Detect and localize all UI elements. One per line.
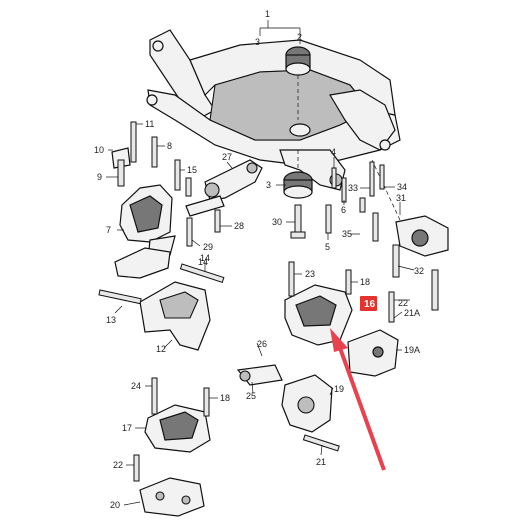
callout-15: 15 xyxy=(187,165,197,175)
callout-29: 29 xyxy=(203,242,213,252)
callout-4: 4 xyxy=(331,147,336,157)
callout-12: 12 xyxy=(156,344,166,354)
bolts-left-upper xyxy=(111,121,192,197)
bracket-part-20 xyxy=(133,454,205,517)
subframe xyxy=(146,29,401,191)
gearbox-mount-part-16 xyxy=(284,261,353,346)
callout-25: 25 xyxy=(246,391,256,401)
callout-19: 19 xyxy=(334,384,344,394)
callout-26: 26 xyxy=(257,339,267,349)
callout-34: 34 xyxy=(397,182,407,192)
callout-11: 11 xyxy=(145,119,154,129)
highlight-arrow xyxy=(338,347,386,471)
callout-27: 27 xyxy=(222,152,232,162)
callout-33: 33 xyxy=(348,183,358,193)
callout-19A: 19A xyxy=(404,345,420,355)
engine-mount-part-17 xyxy=(144,377,211,453)
callout-30: 30 xyxy=(272,217,282,227)
callout-22-lower: 22 xyxy=(113,460,123,470)
bolt-part-30 xyxy=(290,204,306,239)
bushing-part-3 xyxy=(283,171,313,199)
callout-3: 3 xyxy=(255,37,260,47)
callout-2: 2 xyxy=(297,32,302,42)
bracket-part-19 xyxy=(281,374,333,433)
callout-20: 20 xyxy=(110,500,120,510)
highlight-arrow-head xyxy=(330,328,348,352)
leader-lines xyxy=(106,20,415,506)
callout-1: 1 xyxy=(265,9,270,19)
highlight-label-16: 16 xyxy=(360,296,377,311)
callout-23: 23 xyxy=(305,269,315,279)
callout-21A: 21A xyxy=(404,308,420,318)
link-part-25 xyxy=(236,364,283,386)
callout-5: 5 xyxy=(325,242,330,252)
callout-7: 7 xyxy=(106,225,111,235)
callout-labels: 1 3 2 11 8 10 9 7 15 14 27 3 30 28 29 4 … xyxy=(94,9,424,510)
bolts-right-upper xyxy=(325,161,385,242)
bracket-part-12 xyxy=(139,281,211,351)
callout-31: 31 xyxy=(396,193,406,203)
callout-24: 24 xyxy=(131,381,141,391)
bracket-part-14 xyxy=(114,247,171,279)
callout-21: 21 xyxy=(316,457,326,467)
callout-14: 14 xyxy=(198,257,208,267)
torque-arm-part-27 xyxy=(185,159,263,247)
callout-8: 8 xyxy=(167,141,172,151)
callout-17: 17 xyxy=(122,423,132,433)
callout-28: 28 xyxy=(234,221,244,231)
highlight-label-text: 16 xyxy=(364,299,376,310)
callout-3-center: 3 xyxy=(266,180,271,190)
callout-18: 18 xyxy=(360,277,370,287)
callout-32: 32 xyxy=(414,266,424,276)
callout-10: 10 xyxy=(94,145,104,155)
callout-14-lower: 14 xyxy=(200,253,210,263)
callout-18-lower: 18 xyxy=(220,393,230,403)
callout-22: 22 xyxy=(398,298,408,308)
callout-9: 9 xyxy=(97,172,102,182)
bracket-part-31 xyxy=(392,215,449,311)
callout-13: 13 xyxy=(106,315,116,325)
callout-35: 35 xyxy=(342,229,352,239)
bracket-part-19A xyxy=(347,291,399,377)
callout-6: 6 xyxy=(341,205,346,215)
